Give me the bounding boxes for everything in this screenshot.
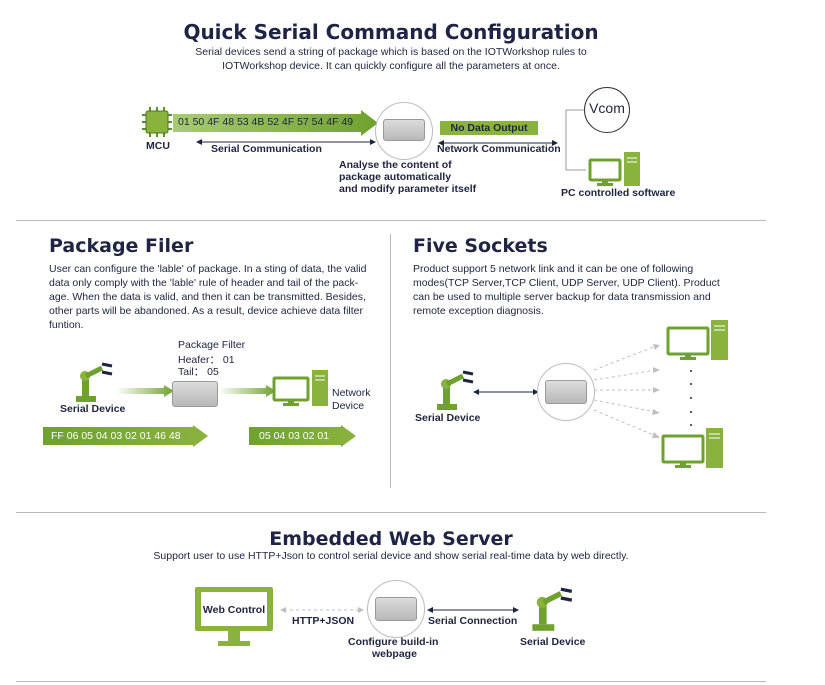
section2-para-line2: data only comply with the 'lable' rule o…	[49, 277, 359, 289]
package-filter-device	[172, 381, 218, 407]
more-servers-dots	[690, 370, 692, 426]
socket-fanout-lines	[593, 344, 660, 438]
robot-arm-icon-s4	[532, 587, 573, 631]
configure-line2: webpage	[372, 648, 417, 660]
filter-header: Heafer： 01	[178, 354, 235, 366]
web-control-label: Web Control	[202, 604, 266, 616]
section2-para-line4: other parts will be abandoned. As a resu…	[49, 305, 364, 317]
serial-comm-label: Serial Communication	[211, 143, 322, 155]
network-device-label-2: Device	[332, 400, 365, 412]
divider-2	[16, 512, 766, 513]
web-control-base	[218, 641, 250, 646]
serial-device-label-s2: Serial Device	[60, 403, 126, 415]
serial-conn-label: Serial Connection	[428, 615, 518, 627]
web-control-screen	[201, 592, 267, 626]
vcom-circle	[584, 87, 630, 133]
network-device-pc-icon	[272, 370, 328, 406]
configure-line1: Configure build-in	[348, 636, 439, 648]
divider-3	[16, 681, 766, 682]
vcom-label: Vcom	[589, 100, 625, 116]
output-hex-arrow	[249, 425, 356, 447]
http-json-label: HTTP+JSON	[292, 615, 355, 627]
section4-desc: Support user to use HTTP+Json to control…	[153, 550, 629, 562]
web-control-stand	[228, 631, 240, 641]
network-comm-arrow	[438, 140, 558, 146]
section1-desc-line2: IOTWorkshop device. It can quickly confi…	[222, 60, 560, 72]
robot-arm-icon	[76, 362, 113, 402]
server-pc-top-icon	[666, 320, 728, 360]
server-pc-bottom-icon	[661, 428, 723, 468]
filter-tail: Tail： 05	[178, 366, 219, 378]
section2-title: Package Filer	[49, 235, 194, 257]
from-filter-arrow	[218, 385, 276, 397]
section3-para-line3: can be used to multiple server backup fo…	[413, 291, 711, 303]
iot-router-icon	[383, 119, 425, 141]
mcu-label: MCU	[146, 140, 170, 152]
network-device-label-1: Network	[332, 387, 371, 399]
section1-desc-line1: Serial devices send a string of package …	[195, 46, 587, 58]
robot-arm-icon-s3	[437, 370, 474, 410]
section3-para-line2: modes(TCP Server,TCP Client, UDP Server,…	[413, 277, 720, 289]
section2-para-line3: age. When the data is valid, and then it…	[49, 291, 366, 303]
iot-router-icon-s3	[545, 380, 587, 404]
iot-router-icon-s4	[375, 597, 417, 621]
to-filter-arrow	[116, 385, 174, 397]
serial-device-label-s4: Serial Device	[520, 636, 586, 648]
input-hex-string: FF 06 05 04 03 02 01 46 48	[51, 430, 181, 442]
hex-arrow	[173, 110, 378, 136]
input-hex-arrow	[43, 425, 208, 447]
section4-title: Embedded Web Server	[269, 528, 513, 550]
section2-para-line5: funtion.	[49, 319, 84, 331]
section3-title: Five Sockets	[413, 235, 548, 257]
pc-icon	[588, 152, 640, 186]
mcu-chip-icon	[142, 107, 172, 137]
section1-title: Quick Serial Command Configuration	[183, 20, 599, 44]
section3-para-line1: Product support 5 network link and it ca…	[413, 263, 694, 275]
vertical-divider	[390, 234, 391, 488]
section3-para-line4: remote exception diagnosis.	[413, 305, 544, 317]
analyse-line3: and modify parameter itself	[339, 183, 477, 195]
pc-software-label: PC controlled software	[561, 187, 676, 199]
network-comm-label: Network Communication	[437, 143, 561, 155]
no-data-output-badge: No Data Output	[440, 121, 538, 135]
section2-para-line1: User can configure the 'lable' of packag…	[49, 263, 367, 275]
serial-link-arrow-s3	[473, 389, 539, 395]
output-hex-string: 05 04 03 02 01	[259, 430, 330, 442]
analyse-line2: package automatically	[339, 171, 452, 183]
branch-lines	[565, 109, 586, 171]
serial-conn-arrow	[427, 607, 519, 613]
hex-string: 01 50 4F 48 53 4B 52 4F 57 54 4F 49	[178, 116, 354, 128]
http-json-arrow	[280, 607, 364, 613]
filter-title: Package Filter	[178, 339, 246, 351]
serial-comm-arrow	[196, 139, 376, 145]
analyse-line1: Analyse the content of	[339, 159, 452, 171]
divider-1	[16, 220, 766, 221]
serial-device-label-s3: Serial Device	[415, 412, 481, 424]
